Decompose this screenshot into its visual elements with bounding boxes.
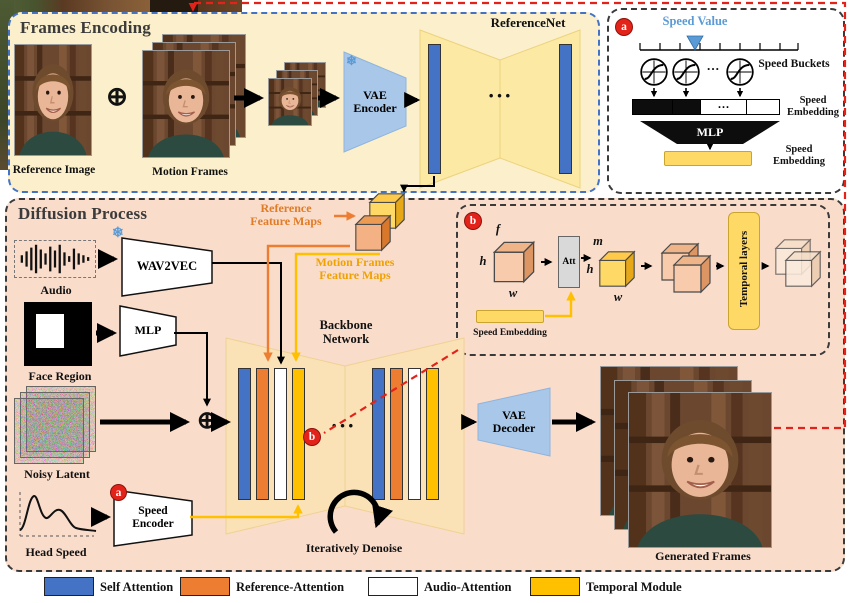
backbone-badge-b: b	[303, 428, 321, 446]
speed-bucket-sigmoid-icon	[726, 58, 754, 86]
audio-waveform	[14, 240, 96, 278]
speed-bucket-ellipsis: ···	[706, 61, 720, 76]
backbone-reference-attention-bar	[256, 368, 269, 500]
reference-feature-maps-label: Reference Feature Maps	[250, 201, 322, 229]
temporal-tensor-cube	[596, 248, 638, 290]
motion-frames-label: Motion Frames	[152, 166, 228, 178]
vae-decoder: VAE Decoder	[477, 387, 551, 457]
noisy-latent-label: Noisy Latent	[24, 467, 90, 481]
speed-mlp: MLP	[640, 121, 780, 144]
speed-encoder-badge: a	[110, 484, 127, 501]
face-region-white-box	[36, 314, 64, 348]
legend-label-reference-attention: Reference-Attention	[236, 580, 345, 594]
speed-embedding-output-bar	[664, 151, 752, 166]
referencenet-ellipsis: ···	[487, 83, 513, 108]
head-speed-plot	[10, 486, 98, 544]
plus-operator-icon: ⊕	[196, 408, 218, 434]
speed-bucket-sigmoid-icon	[672, 58, 700, 86]
legend-swatch-audio-attention	[368, 577, 418, 596]
diffusion-process-title: Diffusion Process	[18, 204, 148, 223]
face-region-label: Face Region	[28, 369, 92, 383]
speed-embedding-segment	[633, 100, 673, 114]
inset-b-speed-embedding-label: Speed Embedding	[473, 328, 547, 338]
temporal-layers-label: Temporal layers	[738, 230, 750, 308]
referencenet-self-attention-bar	[559, 44, 572, 174]
reference-image	[14, 44, 92, 156]
speed-value-label: Speed Value	[662, 14, 728, 28]
output-cube-front	[782, 248, 824, 290]
inset-b-badge: b	[464, 212, 482, 230]
stacked-cube-front	[670, 252, 714, 296]
generated-frames-label: Generated Frames	[655, 549, 751, 563]
referencenet-label: ReferenceNet	[490, 15, 566, 30]
speed-encoder: Speed Encoder	[113, 489, 193, 547]
speed-embedding-segment-ellipsis: ···	[701, 100, 747, 114]
vae-decoder-label: VAE Decoder	[492, 407, 536, 435]
speed-mlp-label: MLP	[696, 124, 724, 139]
audio-label: Audio	[40, 283, 72, 297]
backbone-self-attention-bar	[372, 368, 385, 500]
head-speed-label: Head Speed	[25, 545, 87, 559]
wav2vec-label: WAV2VEC	[136, 259, 198, 274]
backbone-audio-attention-bar	[408, 368, 421, 500]
backbone-temporal-module-bar	[426, 368, 439, 500]
reference-feature-cube	[352, 212, 394, 254]
snowflake-icon: ❄	[346, 53, 357, 68]
noisy-latent-front	[14, 398, 84, 464]
backbone-audio-attention-bar	[274, 368, 287, 500]
dim-f-label: f	[495, 222, 501, 236]
wav2vec-encoder: WAV2VEC	[121, 237, 213, 297]
background-photo-dark-object	[150, 0, 198, 15]
backbone-network-label: Backbone Network	[319, 318, 373, 346]
snowflake-icon: ❄	[112, 226, 124, 241]
backbone-ellipsis: ···	[330, 413, 356, 438]
referencenet-self-attention-bar	[428, 44, 441, 174]
speed-embedding-label: Speed Embedding	[787, 95, 839, 118]
speed-embedding-output-label: Speed Embedding	[773, 144, 825, 167]
dim-h2-label: h	[586, 262, 594, 276]
feature-tensor-cube	[490, 238, 538, 286]
speed-embedding-segment	[673, 100, 701, 114]
legend-swatch-reference-attention	[180, 577, 230, 596]
speed-encoder-label: Speed Encoder	[132, 505, 174, 530]
legend-swatch-temporal-module	[530, 577, 580, 596]
dim-w2-label: w	[613, 290, 623, 304]
speed-bucket-sigmoid-icon	[640, 58, 668, 86]
backbone-reference-attention-bar	[390, 368, 403, 500]
legend-label-temporal-module: Temporal Module	[586, 580, 682, 594]
legend-label-audio-attention: Audio-Attention	[424, 580, 512, 594]
legend-label-self-attention: Self Attention	[100, 580, 174, 594]
iteratively-denoise-label: Iteratively Denoise	[305, 541, 403, 555]
referencenet-hourglass	[419, 29, 581, 189]
speed-embedding-segment	[747, 100, 779, 114]
plus-operator-icon: ⊕	[106, 82, 128, 111]
inset-a-badge: a	[615, 18, 633, 36]
reference-image-label: Reference Image	[12, 164, 96, 176]
speed-embedding-bar: ···	[632, 99, 780, 115]
backbone-self-attention-bar	[238, 368, 251, 500]
face-region-mlp-label: MLP	[134, 323, 162, 338]
small-frame-front	[268, 78, 312, 126]
legend-swatch-self-attention	[44, 577, 94, 596]
speed-buckets-label: Speed Buckets	[758, 58, 830, 70]
generated-frame-front	[628, 392, 772, 548]
dim-w-label: w	[508, 286, 518, 300]
motion-frame-front	[142, 50, 230, 158]
face-region-mlp: MLP	[119, 305, 177, 357]
attention-box-label: Att	[562, 257, 576, 267]
face-region-mask	[24, 302, 92, 366]
inset-b-speed-embedding-bar	[476, 310, 544, 323]
attention-box: Att	[558, 236, 580, 288]
frames-encoding-title: Frames Encoding	[20, 18, 151, 37]
dim-h-label: h	[479, 254, 487, 268]
motion-frames-feature-maps-label: Motion Frames Feature Maps	[315, 255, 395, 283]
dim-m-label: m	[593, 234, 603, 248]
